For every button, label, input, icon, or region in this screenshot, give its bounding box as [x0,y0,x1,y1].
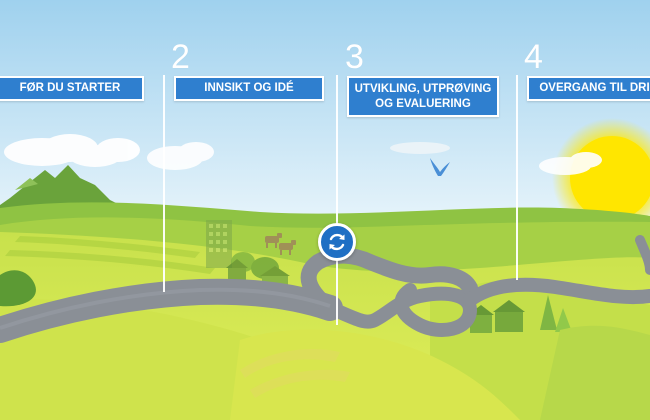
step-button-transition-to-operation[interactable]: OVERGANG TIL DRI [527,76,650,101]
bird-icon [430,158,450,176]
step-button-development-testing-evaluation[interactable]: UTVIKLING, UTPRØVING OG EVALUERING [347,76,499,117]
refresh-cycle-icon [329,233,345,251]
building-icon [206,220,232,268]
stage-divider-3 [516,75,518,280]
step-number-2: 2 [171,38,190,76]
step-number-4: 4 [524,38,543,76]
stage-divider-2 [336,75,338,325]
stage-divider-1 [163,75,165,292]
cloud-left [4,134,140,167]
cloud-mid [147,142,214,170]
cow-icon [265,233,296,255]
step-button-insight-and-idea[interactable]: INNSIKT OG IDÉ [174,76,324,101]
houses-right [468,295,572,333]
cloud-right [539,152,602,175]
step-number-3: 3 [345,38,364,76]
step-button-before-you-start[interactable]: FØR DU STARTER [0,76,144,101]
cloud-far [390,142,450,154]
cycle-button[interactable] [318,223,356,261]
